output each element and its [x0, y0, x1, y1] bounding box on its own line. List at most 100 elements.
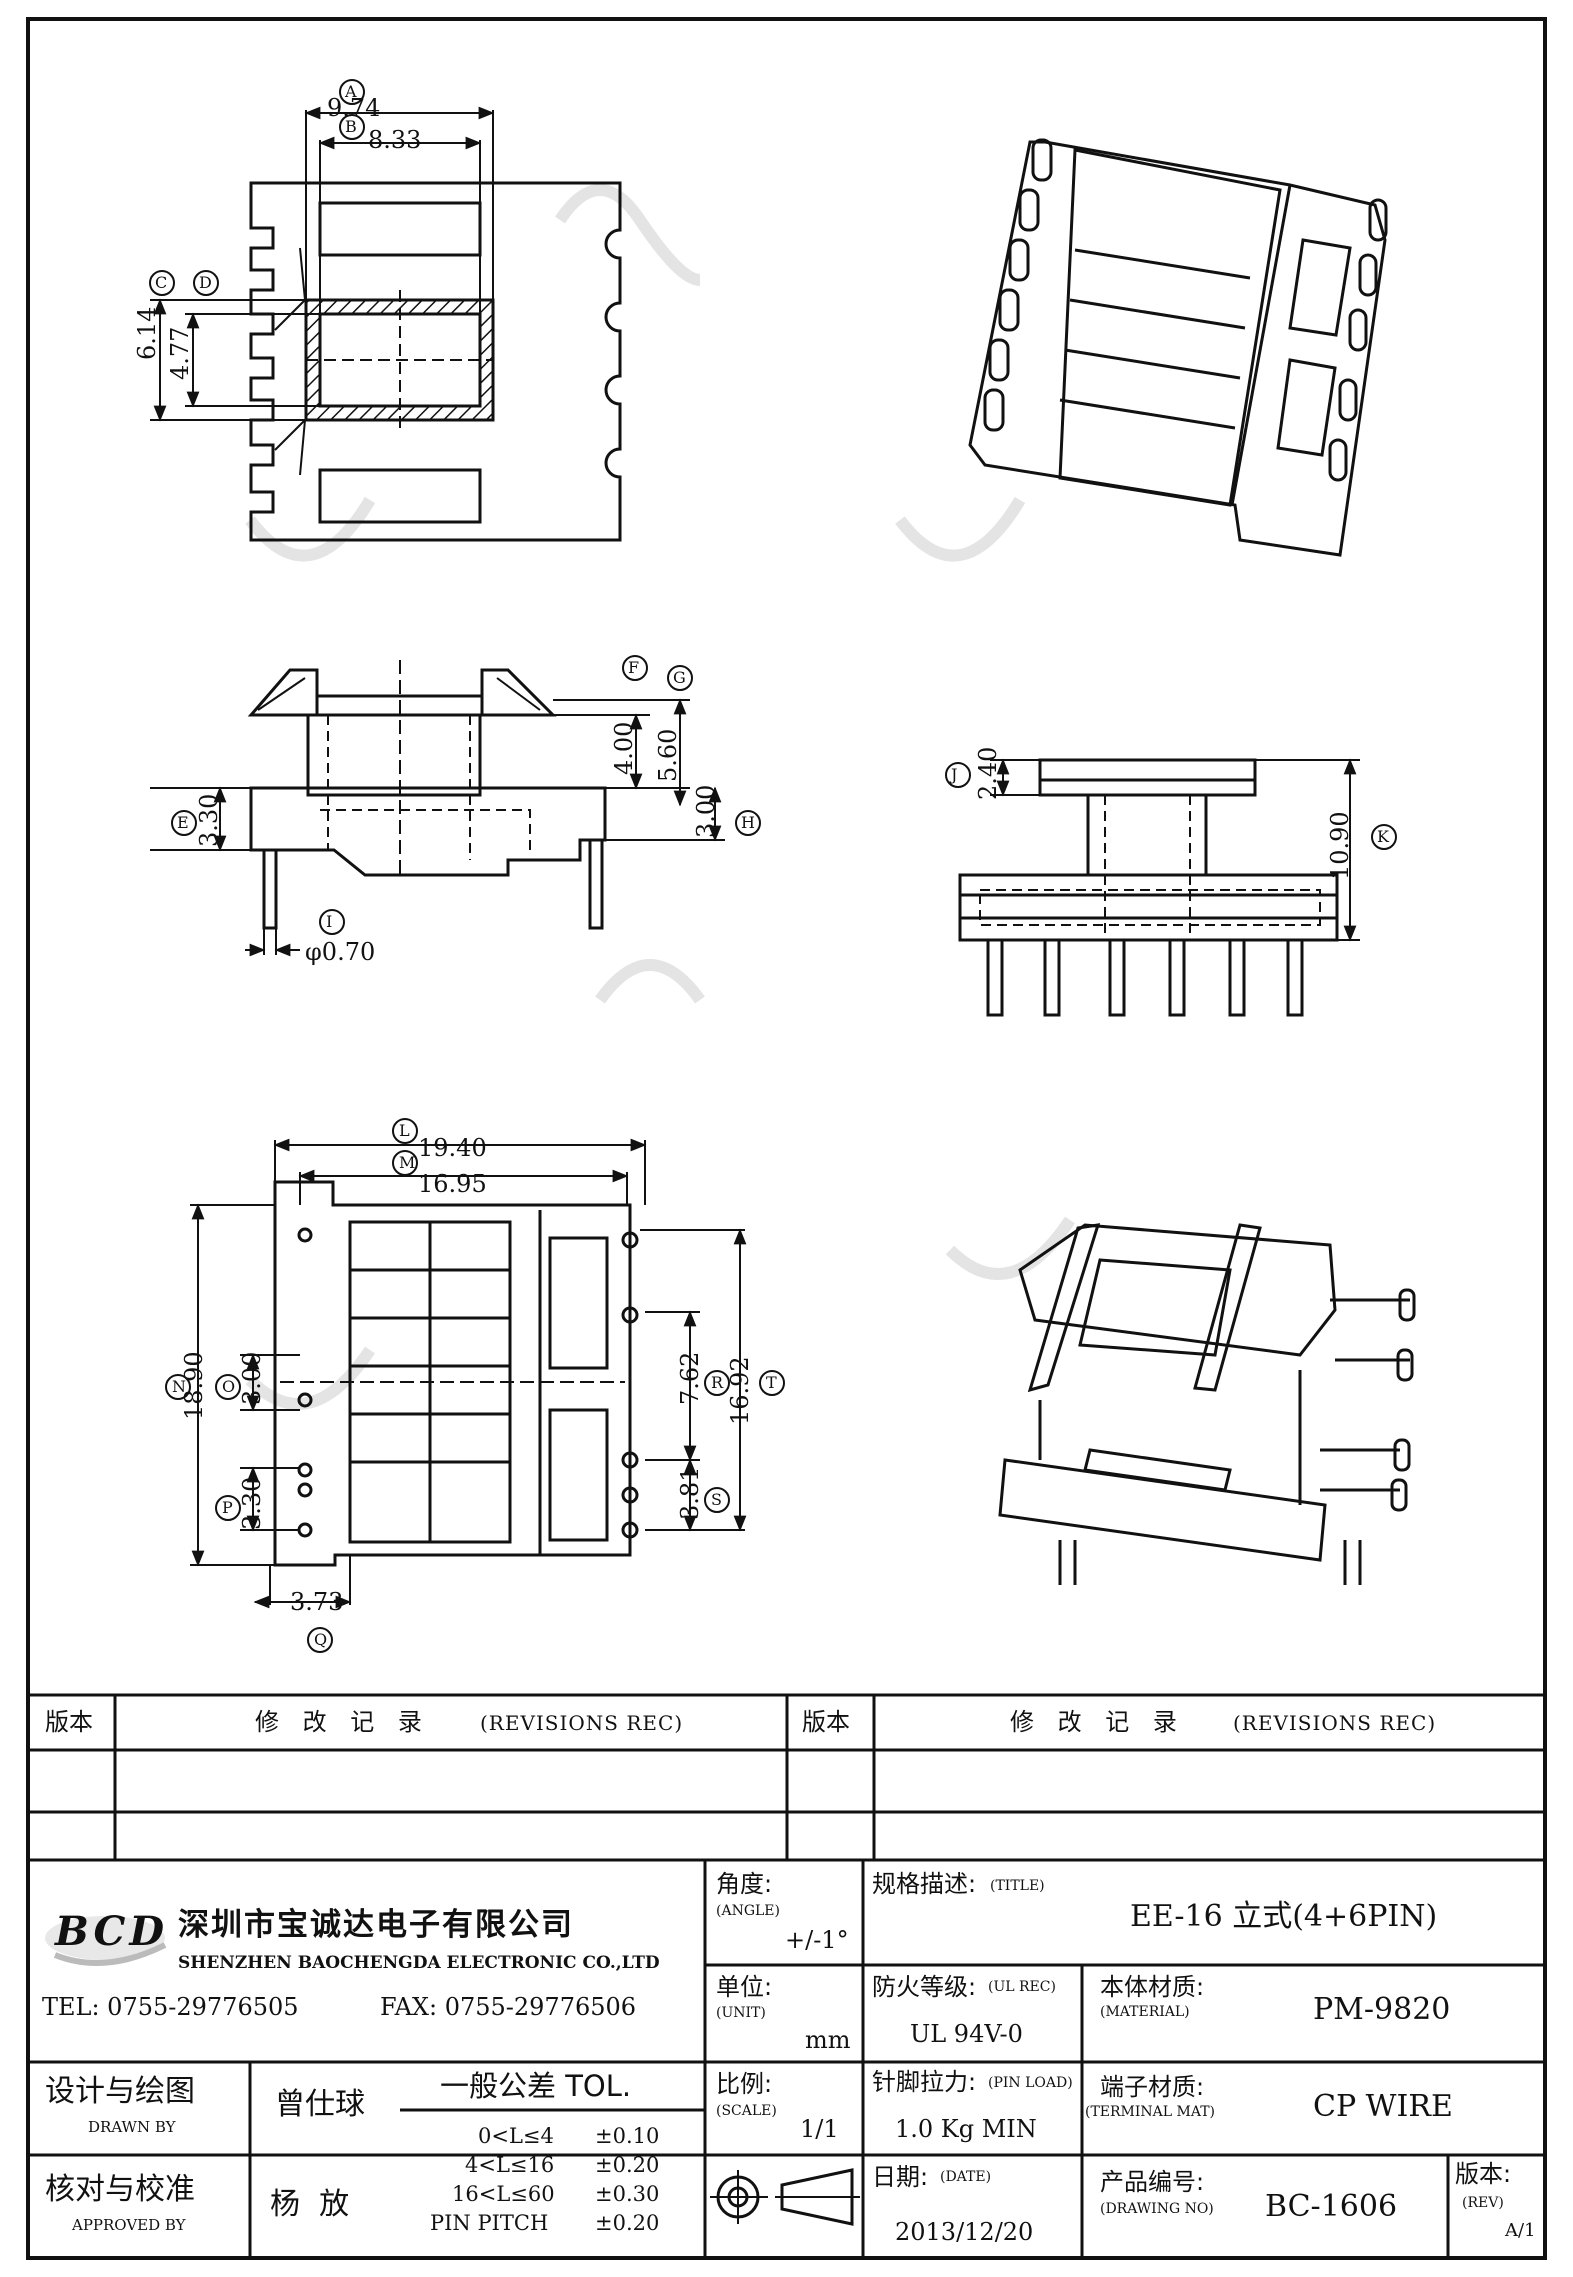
dim-h-value: 3.00	[692, 784, 720, 838]
logo-text: BCD	[55, 1908, 169, 1955]
angle-label: 角度:	[716, 1870, 773, 1898]
title-value: EE-16 立式(4+6PIN)	[1130, 1899, 1438, 1934]
rev-label-en: (REV)	[1462, 2195, 1504, 2211]
drawn-by-label-en: DRAWN BY	[88, 2118, 176, 2136]
approved-by-label-en: APPROVED BY	[72, 2216, 186, 2234]
angle-label-en: (ANGLE)	[716, 1903, 780, 1919]
iso-view-bottom	[998, 1223, 1416, 1585]
dim-d-letter: D	[199, 273, 213, 292]
revision-rec-en-right: (REVISIONS REC)	[1233, 1711, 1437, 1735]
dim-d-value: 4.77	[166, 326, 194, 380]
dim-e-value: 3.30	[195, 793, 223, 847]
dim-o-value: 3.00	[238, 1351, 266, 1405]
dim-c-letter: C	[155, 273, 169, 292]
company-name-cn: 深圳市宝诚达电子有限公司	[178, 1907, 574, 1943]
revision-rec-label-left: 修 改 记 录	[255, 1708, 430, 1736]
dim-r-letter: R	[711, 1373, 725, 1392]
dim-n-letter: N	[172, 1377, 187, 1396]
dim-e-letter: E	[177, 813, 190, 832]
drawing-no-label: 产品编号:	[1100, 2168, 1205, 2196]
scale-value: 1/1	[800, 2115, 839, 2143]
dim-s-letter: S	[711, 1490, 723, 1509]
revision-rec-en-left: (REVISIONS REC)	[480, 1711, 684, 1735]
dim-t-value: 16.92	[726, 1356, 754, 1425]
tol-row-range: 0<L≤4	[478, 2124, 554, 2148]
dim-i-letter: I	[326, 912, 334, 931]
revision-rec-label-right: 修 改 记 录	[1010, 1708, 1185, 1736]
dim-m-letter: M	[399, 1153, 417, 1172]
dim-s-value: 3.81	[676, 1466, 704, 1520]
dim-l-letter: L	[399, 1121, 411, 1140]
dim-g-value: 5.60	[654, 728, 682, 782]
ul-label: 防火等级:	[872, 1973, 977, 2001]
front-view-dims	[945, 758, 1397, 942]
approved-by-label: 核对与校准	[45, 2172, 195, 2207]
dim-m-value: 16.95	[418, 1170, 487, 1198]
company-logo	[45, 1916, 167, 1966]
tol-row-value: ±0.10	[595, 2124, 660, 2148]
projection-symbol	[710, 2168, 860, 2226]
scale-label-en: (SCALE)	[716, 2103, 777, 2119]
drawn-by-label: 设计与绘图	[45, 2074, 195, 2109]
company-tel: TEL: 0755-29776505	[42, 1993, 299, 2021]
drawing-no-label-en: (DRAWING NO)	[1100, 2201, 1214, 2217]
front-view	[958, 758, 1339, 1017]
revision-ver-label-right: 版本	[802, 1708, 850, 1736]
tol-row-value: ±0.20	[595, 2153, 660, 2177]
dim-l-value: 19.40	[418, 1134, 487, 1162]
tol-row-value: ±0.20	[595, 2211, 660, 2235]
pin-load-value: 1.0 Kg MIN	[895, 2115, 1037, 2143]
tol-row-range: 16<L≤60	[452, 2182, 555, 2206]
dim-j-value: 2.40	[974, 746, 1002, 800]
dim-t-letter: T	[766, 1373, 778, 1392]
dim-k-value: 10.90	[1326, 811, 1354, 880]
dim-i-value: φ0.70	[305, 938, 376, 966]
unit-label: 单位:	[716, 1973, 773, 2001]
title-block-grid	[30, 1693, 1543, 2258]
tol-row-range: PIN PITCH	[430, 2211, 549, 2235]
dim-a-value: 9.74	[327, 94, 381, 122]
terminal-label: 端子材质:	[1100, 2073, 1205, 2101]
material-label-en: (MATERIAL)	[1100, 2004, 1190, 2020]
date-label: 日期:	[872, 2163, 929, 2191]
terminal-label-en: (TERMINAL MAT)	[1085, 2104, 1216, 2120]
dim-p-value: 3.30	[238, 1476, 266, 1530]
approved-by-name: 杨 放	[270, 2187, 350, 2222]
side-view	[247, 660, 607, 930]
dim-f-value: 4.00	[610, 721, 638, 775]
dim-r-value: 7.62	[676, 1351, 704, 1405]
company-name-en: SHENZHEN BAOCHENGDA ELECTRONIC CO.,LTD	[178, 1953, 660, 1973]
material-label: 本体材质:	[1100, 1973, 1205, 2001]
ul-value: UL 94V-0	[910, 2020, 1023, 2048]
terminal-value: CP WIRE	[1313, 2089, 1453, 2124]
unit-label-en: (UNIT)	[716, 2005, 766, 2021]
unit-value: mm	[805, 2026, 851, 2054]
dim-h-letter: H	[741, 813, 756, 832]
drawing-sheet	[26, 17, 1547, 2260]
dim-g-letter: G	[673, 668, 687, 687]
bottom-view	[273, 1180, 639, 1567]
revision-ver-label-left: 版本	[45, 1708, 93, 1736]
pin-load-label-en: (PIN LOAD)	[988, 2075, 1073, 2091]
tol-row-range: 4<L≤16	[465, 2153, 555, 2177]
scale-label: 比例:	[716, 2070, 773, 2098]
company-fax: FAX: 0755-29776506	[380, 1993, 637, 2021]
ul-label-en: (UL REC)	[988, 1979, 1056, 1995]
material-value: PM-9820	[1313, 1992, 1451, 2027]
tolerance-title: 一般公差 TOL.	[440, 2069, 632, 2103]
dim-q-value: 3.73	[290, 1588, 344, 1616]
title-label-en: (TITLE)	[990, 1878, 1045, 1894]
rev-value: A/1	[1505, 2220, 1536, 2241]
dim-q-letter: Q	[314, 1630, 329, 1649]
pin-load-label: 针脚拉力:	[872, 2068, 977, 2096]
date-value: 2013/12/20	[895, 2218, 1034, 2246]
drawn-by-name: 曾仕球	[275, 2087, 365, 2122]
dim-k-letter: K	[1377, 827, 1390, 846]
dim-a-letter: A	[345, 82, 358, 101]
dim-f-letter: F	[628, 658, 641, 677]
side-view-dims	[150, 655, 761, 957]
dim-b-value: 8.33	[368, 126, 422, 154]
tol-row-value: ±0.30	[595, 2182, 660, 2206]
iso-view-top	[968, 138, 1388, 557]
